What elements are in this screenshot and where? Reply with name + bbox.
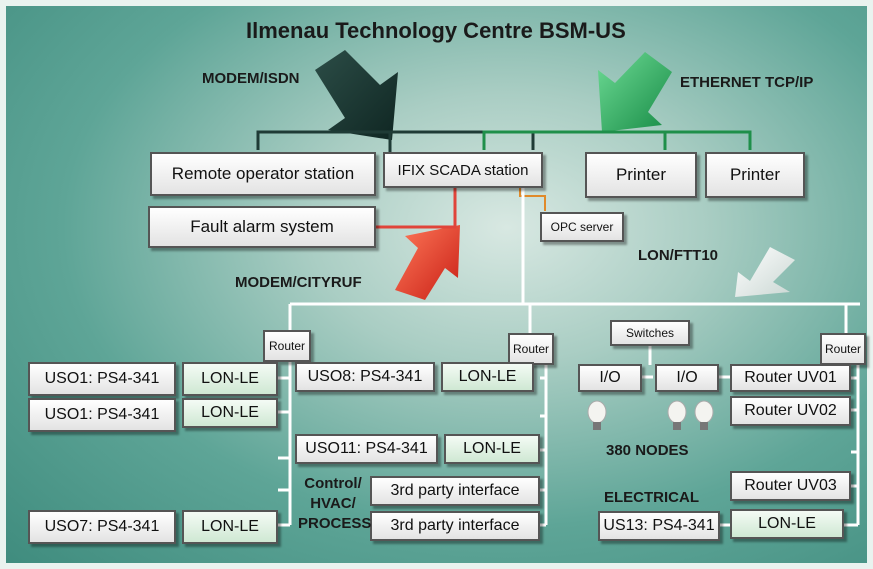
router-uv01: Router UV01 — [730, 364, 851, 392]
io-1: I/O — [578, 364, 642, 392]
diagram-title: Ilmenau Technology Centre BSM-US — [246, 18, 626, 43]
lon-le-us13: LON-LE — [730, 509, 844, 539]
third-party-interface-1: 3rd party interface — [370, 476, 540, 506]
uso11: USO11: PS4-341 — [295, 434, 438, 464]
electrical-label: ELECTRICAL — [604, 489, 699, 506]
ethernet-arrow — [598, 52, 672, 132]
fault-alarm-system: Fault alarm system — [148, 206, 376, 248]
lon-le-uso11: LON-LE — [444, 434, 540, 464]
router-uv03: Router UV03 — [730, 471, 851, 501]
ethernet-label: ETHERNET TCP/IP — [680, 74, 814, 91]
uso7: USO7: PS4-341 — [28, 510, 176, 544]
bulb-icon — [667, 400, 687, 430]
lon-ftt10-label: LON/FTT10 — [638, 247, 719, 264]
switches: Switches — [610, 320, 690, 346]
us13: US13: PS4-341 — [598, 511, 720, 541]
uso1-a: USO1: PS4-341 — [28, 362, 176, 396]
lon-bus — [278, 188, 860, 527]
router-right: Router — [820, 333, 866, 365]
scada-station: IFIX SCADA station — [383, 152, 543, 188]
modem-cityruf-arrow — [395, 225, 460, 300]
control-hvac-process-label: Control/ HVAC/ PROCESS — [298, 475, 372, 532]
printer-1: Printer — [585, 152, 697, 198]
lon-le-uso7: LON-LE — [182, 510, 278, 544]
third-party-interface-2: 3rd party interface — [370, 511, 540, 541]
lon-le-uso1-b: LON-LE — [182, 398, 278, 428]
lon-ftt10-arrow — [735, 247, 795, 297]
router-uv02: Router UV02 — [730, 396, 851, 426]
uso8: USO8: PS4-341 — [295, 362, 435, 392]
nodes-label: 380 NODES — [606, 442, 689, 459]
bulb-icon — [694, 400, 714, 430]
modem-cityruf-label: MODEM/CITYRUF — [235, 274, 362, 291]
opc-server: OPC server — [540, 212, 624, 242]
io-2: I/O — [655, 364, 719, 392]
bulb-icon — [587, 400, 607, 430]
lon-le-uso1-a: LON-LE — [182, 362, 278, 396]
modem-isdn-arrow — [315, 50, 398, 140]
uso1-b: USO1: PS4-341 — [28, 398, 176, 432]
printer-2: Printer — [705, 152, 805, 198]
modem-isdn-label: MODEM/ISDN — [202, 70, 300, 87]
remote-operator-station: Remote operator station — [150, 152, 376, 196]
lon-le-uso8: LON-LE — [441, 362, 534, 392]
router-middle: Router — [508, 333, 554, 365]
router-left: Router — [263, 330, 311, 362]
